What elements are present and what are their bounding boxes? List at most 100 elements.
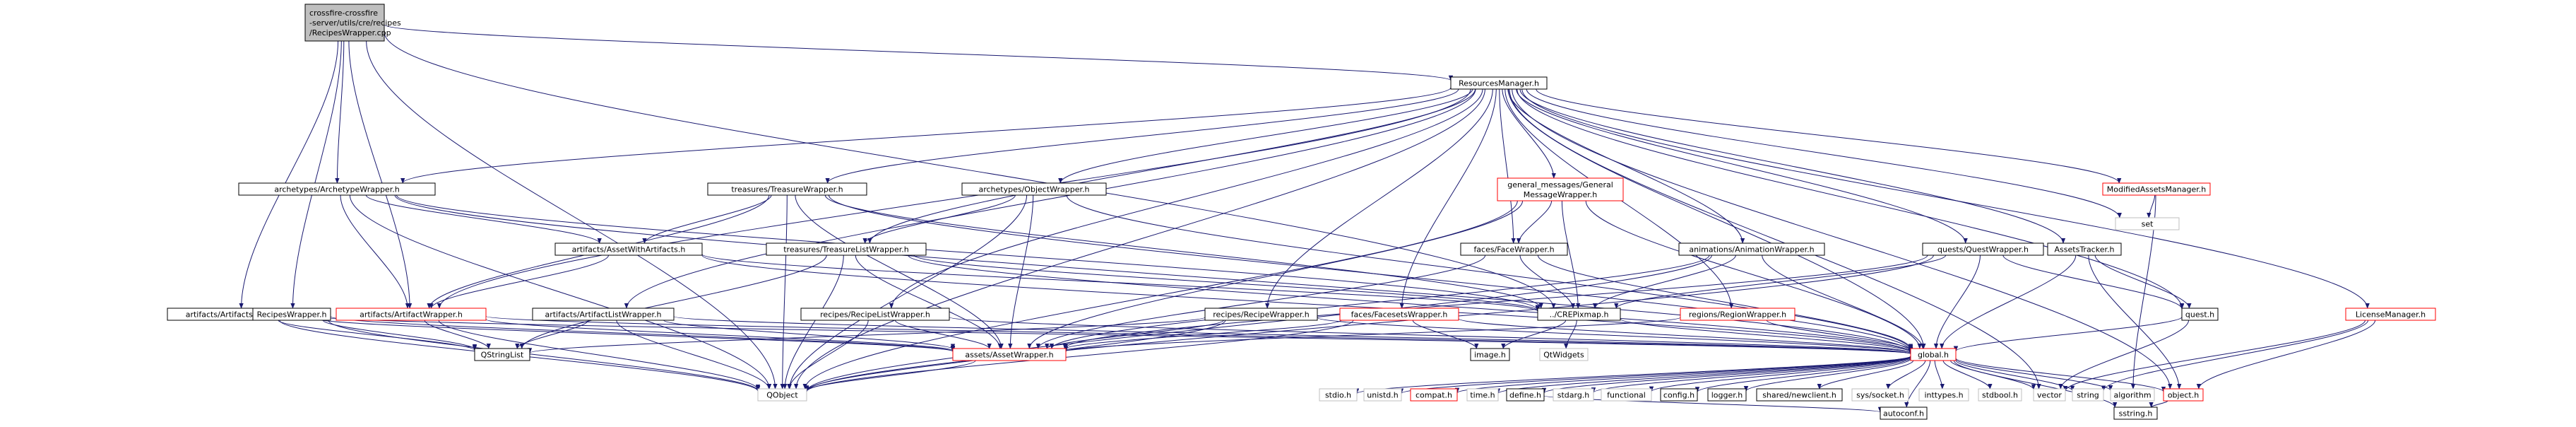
node-compat[interactable]: compat.h	[1410, 388, 1458, 402]
node-config[interactable]: config.h	[1660, 388, 1698, 402]
edge-artsw-to-global	[310, 315, 1913, 355]
edge-artw-to-aw	[485, 319, 955, 351]
node-awa[interactable]: artifacts/AssetWithArtifacts.h	[554, 242, 703, 256]
node-label-rm: ResourcesManager.h	[1459, 79, 1539, 88]
edge-objw-to-tlw	[862, 194, 1016, 244]
edge-rm-to-archw	[400, 87, 1452, 184]
node-lm[interactable]: LicenseManager.h	[2345, 308, 2436, 321]
node-image[interactable]: image.h	[1470, 348, 1510, 361]
node-box-time	[1466, 388, 1499, 402]
node-label-inttypes: inttypes.h	[1924, 391, 1963, 400]
node-label-alw: artifacts/ArtifactListWrapper.h	[545, 310, 661, 320]
node-rm[interactable]: ResourcesManager.h	[1450, 76, 1548, 90]
edge-rm-to-mam	[1536, 88, 2122, 184]
node-label-qsl: QStringList	[481, 351, 524, 360]
node-stdarg: stdarg.h	[1553, 388, 1594, 402]
edge-rw-to-qsl	[528, 317, 1206, 354]
edge-fsw-to-image	[1412, 320, 1479, 349]
node-box-rlw	[800, 308, 950, 321]
node-label-crepix: ../CREPixmap.h	[1550, 310, 1609, 320]
node-box-questw	[1922, 242, 2044, 256]
node-set: set	[2115, 217, 2180, 230]
edge-global-to-snc	[1817, 360, 1914, 390]
node-object[interactable]: object.h	[2163, 388, 2204, 402]
node-crepix[interactable]: ../CREPixmap.h	[1537, 308, 1621, 321]
node-box-stdio	[1319, 388, 1358, 402]
edge-gmw-to-crepix	[1561, 200, 1581, 309]
edge-global-to-string	[1955, 360, 2075, 392]
node-fsw[interactable]: faces/FacesetsWrapper.h	[1339, 308, 1459, 321]
edge-at-to-object	[2088, 255, 2182, 390]
node-qwidgets: QtWidgets	[1539, 348, 1589, 361]
edge-crepix-to-qwidgets	[1564, 320, 1577, 349]
node-animw[interactable]: animations/AnimationWrapper.h	[1678, 242, 1825, 256]
node-qobject: QObject	[757, 388, 807, 402]
node-at[interactable]: AssetsTracker.h	[2047, 242, 2122, 256]
node-label-regw: regions/RegionWrapper.h	[1689, 310, 1786, 320]
edge-facew-to-aw	[1035, 255, 1486, 349]
node-logger[interactable]: logger.h	[1707, 388, 1747, 402]
edge-rm-to-at	[1519, 88, 2066, 244]
nodes-layer: crossfire-crossfire-server/utils/cre/rec…	[167, 4, 2436, 420]
node-box-artw	[336, 308, 487, 321]
edge-crepix-to-global	[1620, 318, 1913, 353]
node-box-compat	[1410, 388, 1458, 402]
node-label-archw: archetypes/ArchetypeWrapper.h	[274, 185, 399, 194]
edge-lm-to-vector	[2062, 320, 2366, 392]
node-artw[interactable]: artifacts/ArtifactWrapper.h	[336, 308, 487, 321]
edge-rlw-to-qobject	[787, 320, 869, 390]
node-box-lm	[2345, 308, 2436, 321]
node-box-qwidgets	[1539, 348, 1589, 361]
edge-treasw-to-crepix	[824, 194, 1543, 309]
node-root[interactable]: crossfire-crossfire-server/utils/cre/rec…	[304, 4, 401, 42]
edge-regw-to-global	[1766, 320, 1913, 351]
node-snc[interactable]: shared/newclient.h	[1756, 388, 1843, 402]
node-box-root	[304, 4, 385, 42]
node-box-alw	[532, 308, 675, 321]
node-box-snc	[1756, 388, 1843, 402]
node-sstring[interactable]: sstring.h	[2113, 406, 2158, 420]
edge-gmw-to-aw	[1027, 200, 1524, 349]
edge-gmw-to-qobject	[802, 200, 1518, 390]
node-facew[interactable]: faces/FaceWrapper.h	[1460, 242, 1568, 256]
node-alw[interactable]: artifacts/ArtifactListWrapper.h	[532, 308, 675, 321]
node-define[interactable]: define.h	[1506, 388, 1545, 402]
node-recw[interactable]: RecipesWrapper.h	[252, 308, 331, 321]
node-global[interactable]: global.h	[1910, 348, 1957, 361]
node-rlw[interactable]: recipes/RecipeListWrapper.h	[800, 308, 950, 321]
node-aw[interactable]: assets/AssetWrapper.h	[952, 348, 1067, 361]
node-inttypes: inttypes.h	[1918, 388, 1969, 402]
node-archw[interactable]: archetypes/ArchetypeWrapper.h	[238, 182, 436, 196]
edge-fsw-to-qobject	[804, 320, 1354, 392]
node-box-image	[1470, 348, 1510, 361]
node-rw[interactable]: recipes/RecipeWrapper.h	[1204, 308, 1318, 321]
edge-lm-to-object	[2196, 320, 2376, 390]
node-label-gmw-line2: MessageWrapper.h	[1524, 190, 1598, 199]
node-objw[interactable]: archetypes/ObjectWrapper.h	[961, 182, 1107, 196]
node-label-artw: artifacts/ArtifactWrapper.h	[360, 310, 463, 320]
edge-tlw-to-qsl	[519, 255, 827, 349]
edge-at-to-global	[1940, 255, 2077, 349]
node-autoconf[interactable]: autoconf.h	[1880, 406, 1928, 420]
node-quest[interactable]: quest.h	[2181, 308, 2219, 321]
node-treasw[interactable]: treasures/TreasureWrapper.h	[707, 182, 867, 196]
edge-gmw-to-facew	[1516, 200, 1553, 244]
node-box-crepix	[1537, 308, 1621, 321]
node-box-global	[1910, 348, 1957, 361]
edge-root-to-archw	[335, 40, 345, 184]
node-questw[interactable]: quests/QuestWrapper.h	[1922, 242, 2044, 256]
node-qsl[interactable]: QStringList	[474, 348, 530, 361]
edge-rm-to-artw	[437, 88, 1471, 309]
edge-artsw-to-aw	[310, 317, 955, 353]
node-label-questw: quests/QuestWrapper.h	[1937, 245, 2029, 255]
node-unistd: unistd.h	[1363, 388, 1402, 402]
node-regw[interactable]: regions/RegionWrapper.h	[1680, 308, 1796, 321]
node-mam[interactable]: ModifiedAssetsManager.h	[2102, 182, 2211, 196]
node-tlw[interactable]: treasures/TreasureListWrapper.h	[766, 242, 927, 256]
node-box-define	[1506, 388, 1545, 402]
node-label-fsw: faces/FacesetsWrapper.h	[1351, 310, 1448, 320]
node-label-qwidgets: QtWidgets	[1543, 351, 1584, 360]
node-label-image: image.h	[1474, 351, 1506, 360]
edge-questw-to-aw	[1062, 255, 1928, 349]
